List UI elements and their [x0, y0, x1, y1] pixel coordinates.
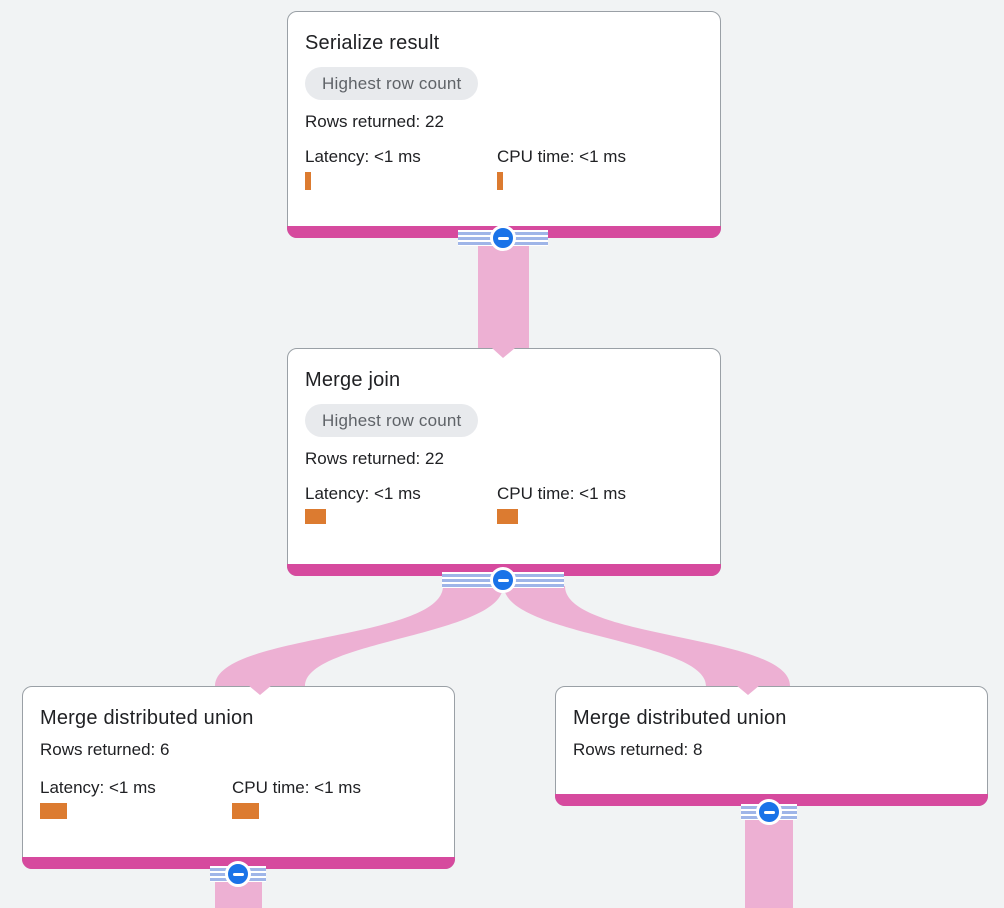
- cpu-time-label: CPU time: <1 ms: [232, 778, 361, 797]
- collapse-connector-right-union: [741, 799, 797, 825]
- plan-node-serialize-result[interactable]: Serialize result Highest row count Rows …: [287, 11, 721, 238]
- cpu-time-metric: CPU time: <1 ms: [232, 778, 361, 819]
- cpu-time-label: CPU time: <1 ms: [497, 484, 626, 503]
- node-title: Merge distributed union: [573, 707, 787, 729]
- cpu-time-bar: [232, 803, 259, 819]
- node-title: Merge distributed union: [40, 707, 254, 729]
- collapse-connector-left-union: [210, 861, 266, 887]
- rows-returned-label: Rows returned: 8: [573, 740, 703, 759]
- cpu-time-metric: CPU time: <1 ms: [497, 484, 626, 524]
- rows-returned-label: Rows returned: 6: [40, 740, 170, 759]
- latency-metric: Latency: <1 ms: [305, 484, 421, 524]
- collapse-connector-serialize-result: [458, 225, 548, 251]
- minus-icon: [232, 872, 244, 876]
- edge-band-mergejoin-to-right-union: [504, 586, 790, 686]
- node-title: Merge join: [305, 369, 401, 391]
- latency-metric: Latency: <1 ms: [305, 147, 421, 190]
- latency-metric: Latency: <1 ms: [40, 778, 156, 819]
- cpu-time-bar: [497, 509, 518, 524]
- edge-arrow-into-merge-join: [492, 348, 515, 358]
- collapse-button[interactable]: [490, 567, 516, 593]
- metrics-row: Latency: <1 ms CPU time: <1 ms: [40, 778, 436, 828]
- node-title: Serialize result: [305, 32, 440, 54]
- edge-band-mergejoin-to-left-union: [215, 586, 503, 686]
- cpu-time-label: CPU time: <1 ms: [497, 147, 626, 166]
- plan-node-merge-distributed-union-right[interactable]: Merge distributed union Rows returned: 8: [555, 686, 988, 806]
- edge-band-serialize-to-mergejoin: [478, 236, 529, 350]
- highest-row-count-badge: Highest row count: [305, 404, 479, 437]
- latency-bar: [305, 172, 311, 190]
- rows-returned-label: Rows returned: 22: [305, 449, 444, 468]
- minus-icon: [497, 578, 509, 582]
- edge-arrow-into-left-union: [248, 685, 272, 695]
- collapse-button[interactable]: [225, 861, 251, 887]
- latency-bar: [40, 803, 67, 819]
- plan-node-merge-join[interactable]: Merge join Highest row count Rows return…: [287, 348, 721, 576]
- latency-label: Latency: <1 ms: [305, 147, 421, 166]
- edge-arrow-into-right-union: [736, 685, 760, 695]
- collapse-button[interactable]: [756, 799, 782, 825]
- latency-label: Latency: <1 ms: [305, 484, 421, 503]
- collapse-connector-merge-join: [442, 567, 564, 593]
- metrics-row: Latency: <1 ms CPU time: <1 ms: [305, 147, 702, 197]
- cpu-time-metric: CPU time: <1 ms: [497, 147, 626, 190]
- latency-bar: [305, 509, 326, 524]
- minus-icon: [497, 236, 509, 240]
- latency-label: Latency: <1 ms: [40, 778, 156, 797]
- minus-icon: [763, 810, 775, 814]
- collapse-button[interactable]: [490, 225, 516, 251]
- cpu-time-bar: [497, 172, 503, 190]
- highest-row-count-badge: Highest row count: [305, 67, 479, 100]
- rows-returned-label: Rows returned: 22: [305, 112, 444, 131]
- metrics-row: Latency: <1 ms CPU time: <1 ms: [305, 484, 702, 534]
